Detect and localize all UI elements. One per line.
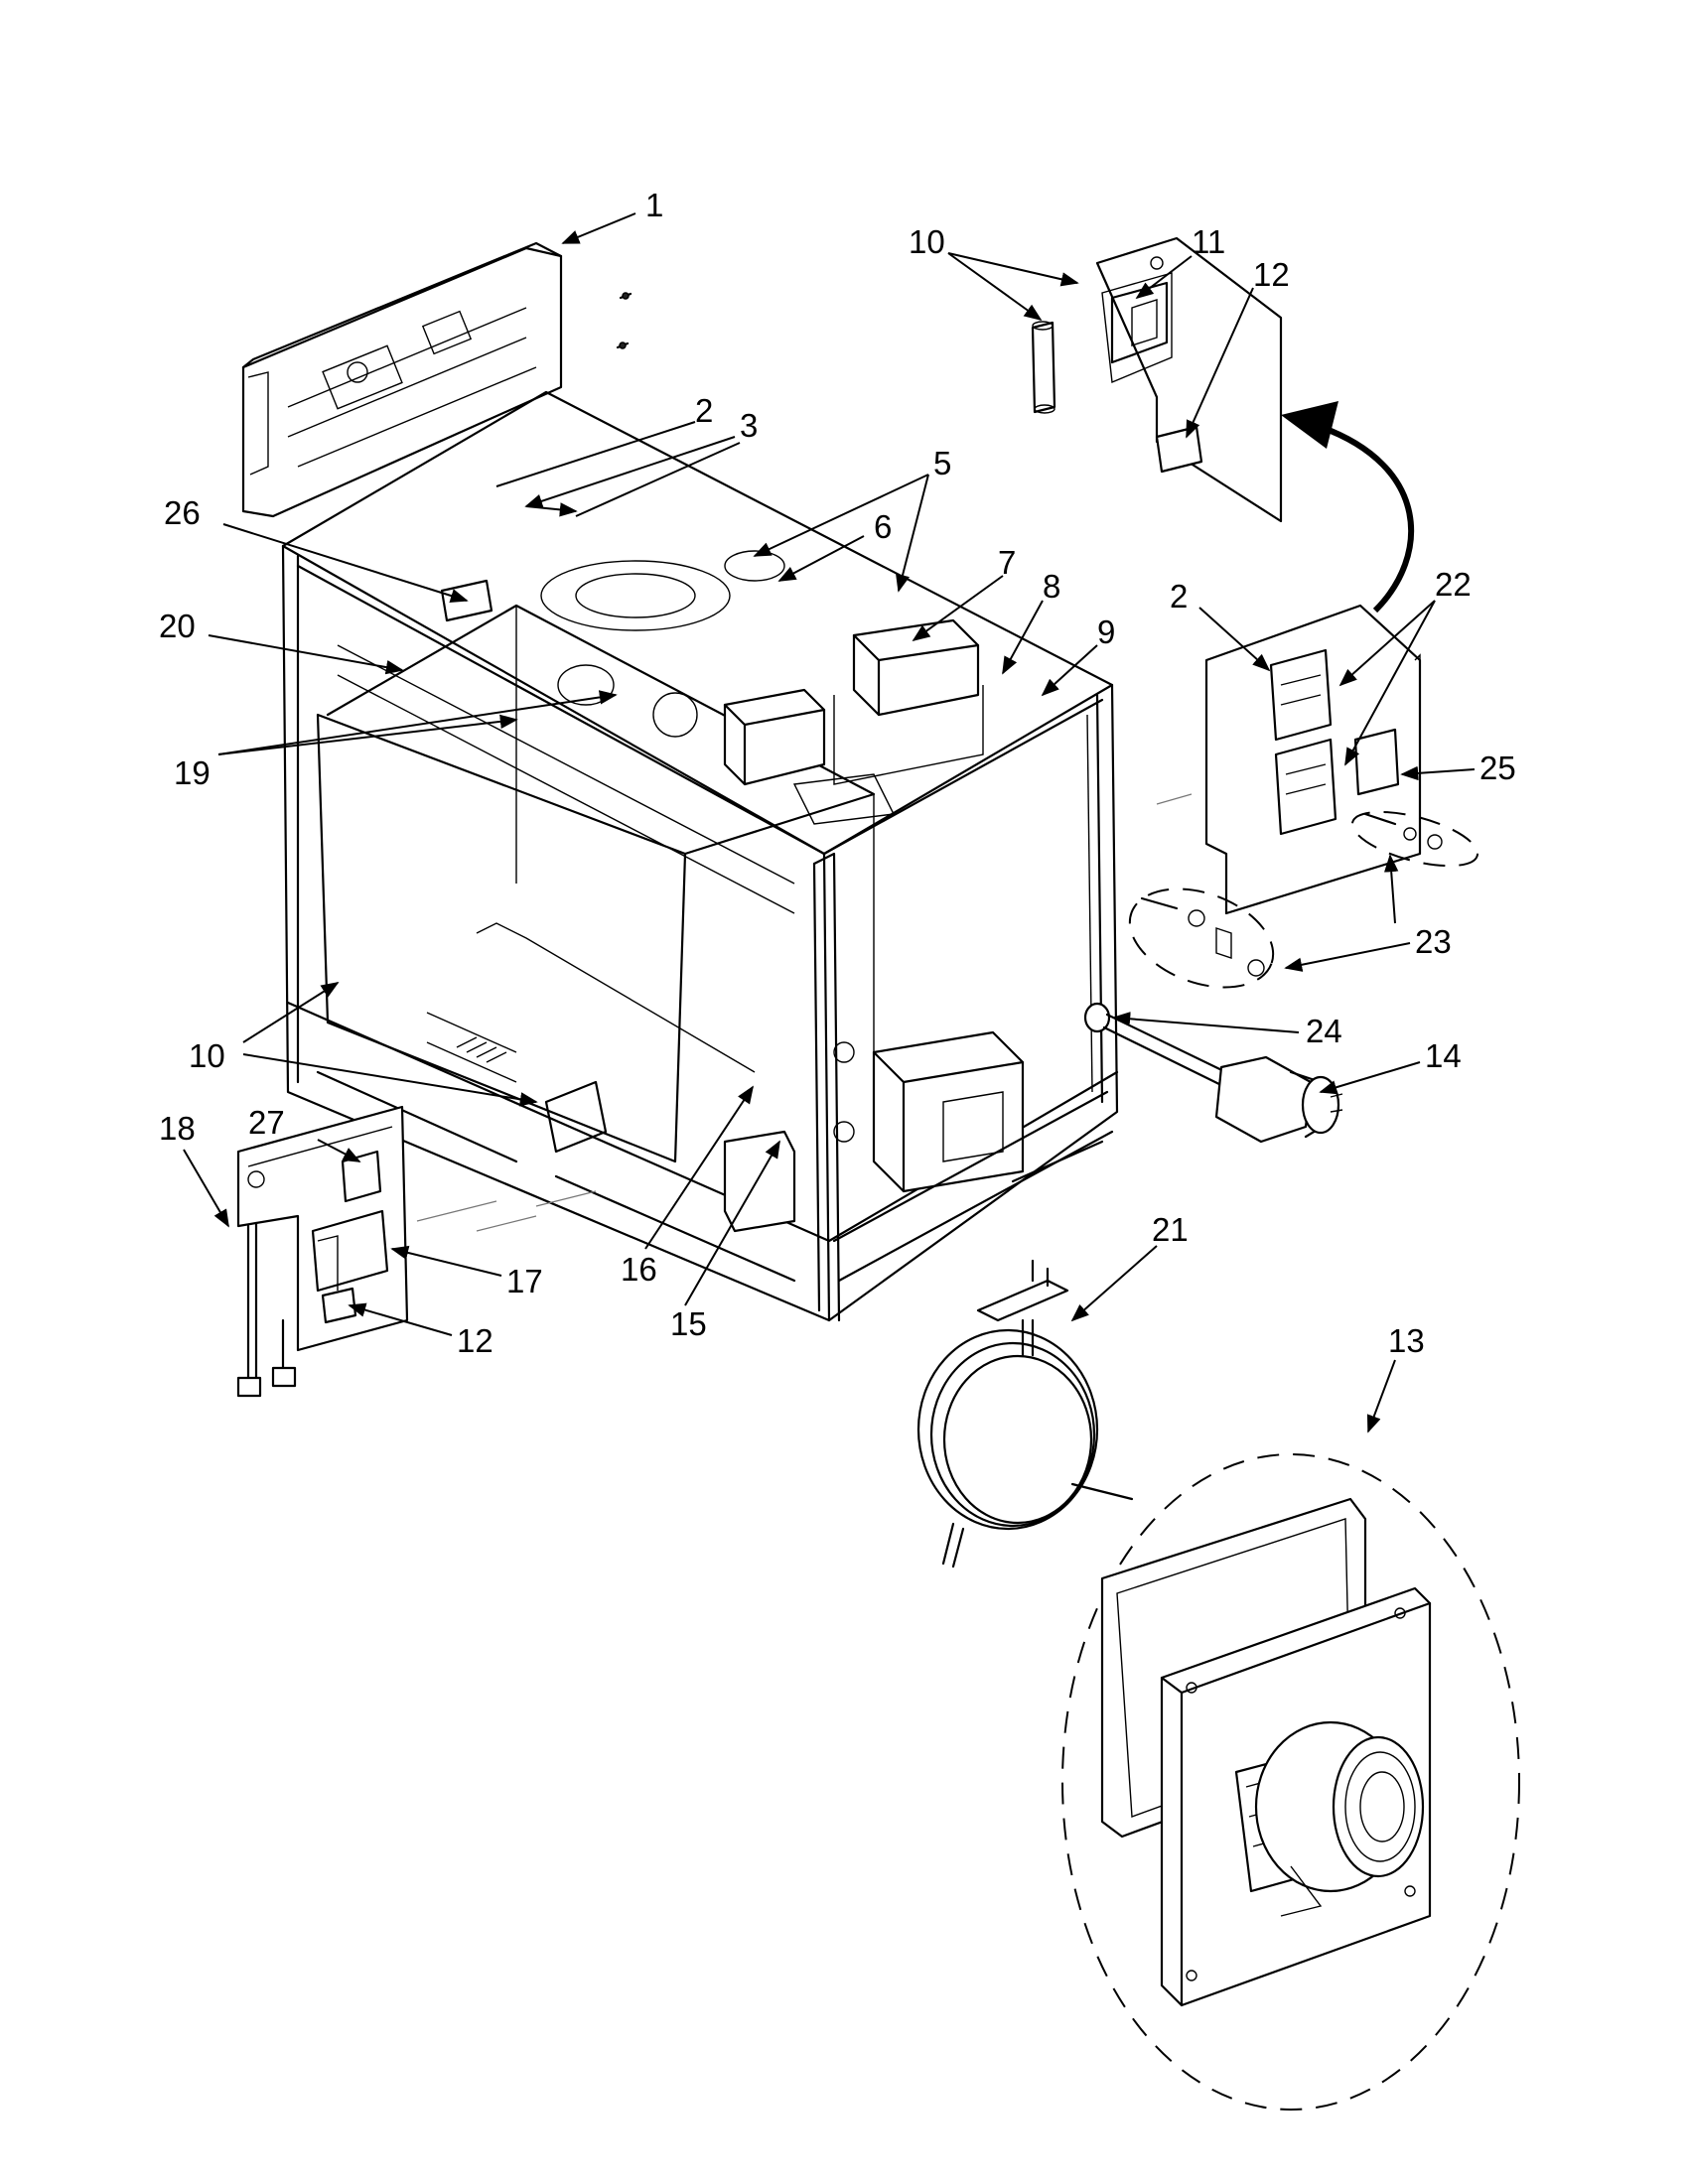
callout-16: 16 xyxy=(621,1251,657,1288)
callout-26: 26 xyxy=(164,494,201,531)
callout-14: 14 xyxy=(1425,1037,1462,1074)
callout-20: 20 xyxy=(159,608,196,644)
callout-6: 6 xyxy=(874,508,892,545)
callout-12-top: 12 xyxy=(1253,256,1290,293)
callout-10-left: 10 xyxy=(189,1037,225,1074)
callout-1: 1 xyxy=(645,187,663,223)
callout-11: 11 xyxy=(1192,223,1225,260)
callout-8: 8 xyxy=(1043,568,1060,605)
callout-9: 9 xyxy=(1097,614,1115,650)
callout-21: 21 xyxy=(1152,1211,1189,1248)
callout-12-left: 12 xyxy=(457,1322,493,1359)
callout-19: 19 xyxy=(174,754,211,791)
leader-lines xyxy=(183,212,1476,1433)
convection-fan-assembly xyxy=(1061,1453,1520,2111)
callout-3: 3 xyxy=(740,407,758,444)
callout-5: 5 xyxy=(933,445,951,481)
control-panel-assembly xyxy=(241,241,633,518)
callout-22: 22 xyxy=(1435,566,1472,603)
callout-25: 25 xyxy=(1479,750,1516,786)
callout-2: 2 xyxy=(695,392,713,429)
callout-labels: 1 2 3 5 6 7 8 9 10 11 12 26 20 19 2 22 2… xyxy=(159,187,1516,1359)
callout-7: 7 xyxy=(998,544,1016,581)
callout-24: 24 xyxy=(1306,1013,1342,1049)
callout-23: 23 xyxy=(1415,923,1452,960)
callout-15: 15 xyxy=(670,1305,707,1342)
callout-18: 18 xyxy=(159,1110,196,1147)
heating-element xyxy=(916,1259,1134,1569)
relay-plate-assembly xyxy=(1128,604,1479,989)
callout-2-right: 2 xyxy=(1170,578,1188,614)
cabinet-frame xyxy=(281,390,1193,1322)
callout-27: 27 xyxy=(248,1104,285,1141)
callout-13: 13 xyxy=(1388,1322,1425,1359)
transformer-bracket-assembly xyxy=(236,1105,497,1398)
fuse-bracket-assembly xyxy=(1031,236,1415,614)
callout-10-top: 10 xyxy=(909,223,945,260)
power-cord-assembly xyxy=(1083,1002,1343,1144)
callout-17: 17 xyxy=(506,1263,543,1299)
